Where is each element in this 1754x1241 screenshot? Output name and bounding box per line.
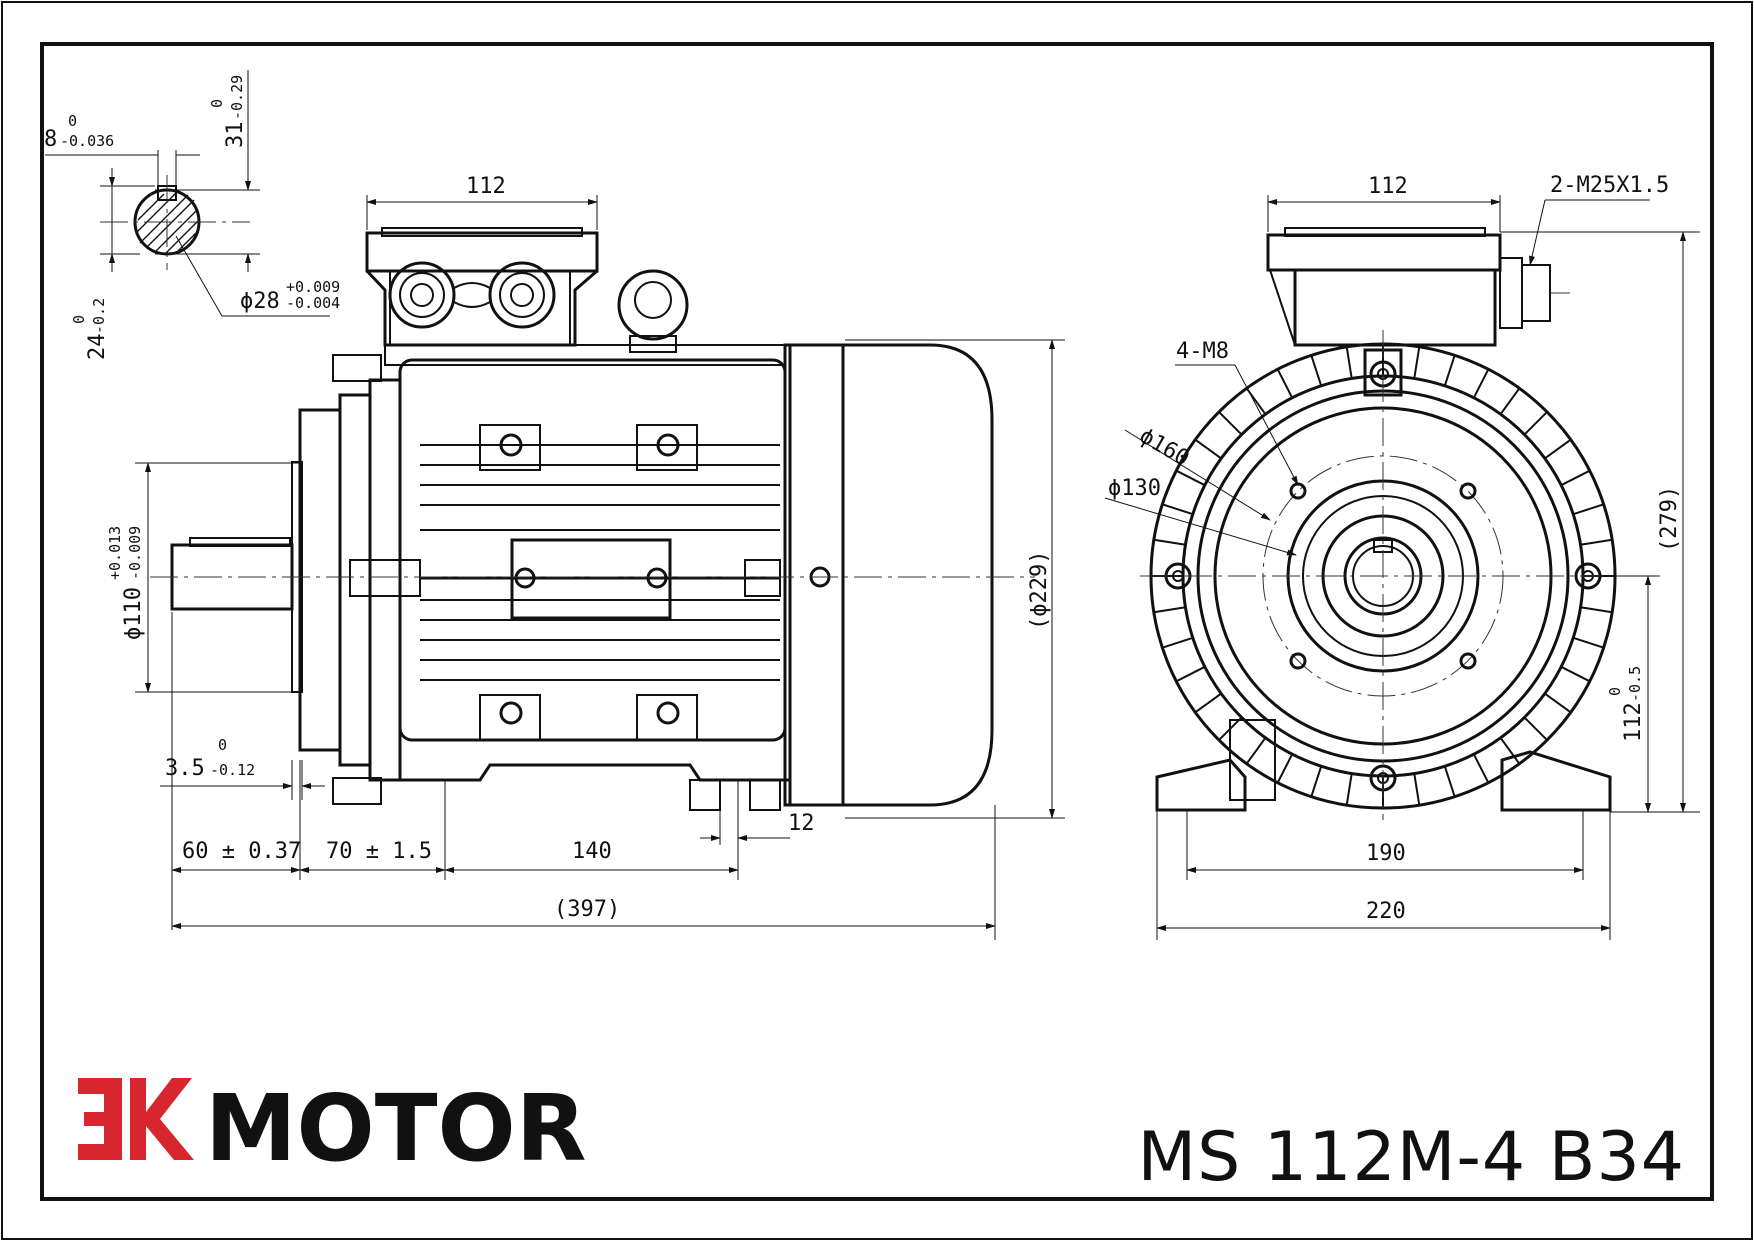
cooling-fin <box>1523 411 1548 436</box>
cooling-fin <box>1413 773 1421 806</box>
end-foot-width: 220 <box>1366 899 1406 924</box>
cooling-fin <box>1162 636 1194 649</box>
side-terminal-box-width: 112 <box>466 174 506 199</box>
brand-logo: MOTOR <box>78 1075 587 1182</box>
cooling-fin <box>1153 606 1186 614</box>
cooling-fin <box>1560 665 1591 683</box>
spigot-label: ϕ130 <box>1108 476 1161 501</box>
end-foot-hole-spacing: 190 <box>1366 841 1406 866</box>
side-spigot-tol-upper: +0.013 <box>106 526 124 580</box>
ek-logo-mark <box>78 1078 194 1160</box>
side-flange-tol-lower: -0.12 <box>210 761 255 779</box>
cooling-fin <box>1310 355 1323 387</box>
motor-body <box>398 358 787 742</box>
side-foot-hole-spacing: 140 <box>572 839 612 864</box>
terminal-box-side <box>365 227 599 347</box>
cooling-fin <box>1245 737 1267 765</box>
cooling-fin <box>1572 636 1604 649</box>
cooling-fin <box>1276 753 1294 784</box>
cooling-fin <box>1544 692 1572 714</box>
cooling-fin <box>1472 368 1490 399</box>
cooling-fin <box>1218 411 1243 436</box>
end-overall-height: (279) <box>1657 486 1682 552</box>
shaft-diameter-tol-upper: +0.009 <box>286 278 340 296</box>
mounting-foot-right <box>1500 750 1612 812</box>
side-overall-length: (397) <box>554 897 620 922</box>
model-number: MS 112M-4 B34 <box>1137 1118 1685 1197</box>
mounting-foot-left <box>1155 758 1247 812</box>
side-spigot-value: ϕ110 <box>121 587 146 640</box>
cooling-fin <box>1544 438 1572 460</box>
key-width-value: 8 <box>44 127 57 152</box>
cooling-fin <box>1194 692 1222 714</box>
shaft-diameter-value: ϕ28 <box>240 289 280 314</box>
depth-tol-upper: 0 <box>70 315 88 324</box>
cooling-fin <box>1472 753 1490 784</box>
key-height-value: 31 <box>223 122 248 149</box>
shaft-section-detail: 8 0 -0.036 31 0 -0.29 24 0 -0.2 ϕ28 +0.0… <box>44 70 340 360</box>
cooling-fin <box>1345 773 1353 806</box>
end-view: 112 2-M25X1.5 4-M8 ϕ160 ϕ130 (279) 112 0… <box>1104 173 1700 940</box>
cooling-fin <box>1499 737 1521 765</box>
side-shaft-length: 60 ± 0.37 <box>182 839 301 864</box>
key-width-tol-lower: -0.036 <box>60 132 114 150</box>
cooling-fin <box>1175 469 1206 487</box>
side-shaft-to-foot: 70 ± 1.5 <box>326 839 432 864</box>
brand-name: MOTOR <box>205 1075 587 1182</box>
drawing-border <box>40 42 1714 1201</box>
cooling-fin <box>1572 503 1604 516</box>
flange-bolts-label: 4-M8 <box>1176 339 1229 364</box>
fan-cover <box>788 343 994 807</box>
shaft-diameter-tol-lower: -0.004 <box>286 294 340 312</box>
cooling-fins <box>420 444 780 681</box>
cooling-fin <box>1162 503 1194 516</box>
side-foot-hole: 12 <box>788 811 815 836</box>
cooling-fin <box>1580 538 1613 546</box>
side-spigot-tol-lower: -0.009 <box>126 526 144 580</box>
cooling-fin <box>1175 665 1206 683</box>
depth-tol-lower: -0.2 <box>90 298 108 334</box>
side-flange-thickness: 3.5 <box>165 756 205 781</box>
key-width-tol-upper: 0 <box>68 112 77 130</box>
cooling-fin <box>1153 538 1186 546</box>
pcd-label: ϕ160 <box>1135 424 1193 472</box>
end-shaft-height-tol-upper: 0 <box>1606 687 1624 696</box>
flange-side <box>368 378 402 782</box>
cooling-fin <box>1523 716 1548 741</box>
side-view: 112 ϕ110 +0.013 -0.009 3.5 0 -0.12 60 ± … <box>106 174 1065 940</box>
depth-value: 24 <box>85 334 110 361</box>
lifting-eye <box>617 269 689 353</box>
cooling-fin <box>1276 368 1294 399</box>
cooling-fin <box>1194 438 1222 460</box>
end-shaft-height: 112 <box>1621 702 1646 742</box>
cooling-fin <box>1443 765 1456 797</box>
cooling-fin <box>1310 765 1323 797</box>
cooling-fin <box>1499 387 1521 415</box>
end-terminal-box-width: 112 <box>1368 174 1408 199</box>
key-height-tol-lower: -0.29 <box>228 75 246 120</box>
cooling-fin <box>1443 355 1456 387</box>
key-height-tol-upper: 0 <box>208 99 226 108</box>
cable-gland <box>1499 257 1570 329</box>
end-shaft-height-tol-lower: -0.5 <box>1626 666 1644 702</box>
cooling-fin <box>1413 346 1421 379</box>
cooling-fin <box>1560 469 1591 487</box>
cooling-fin <box>1580 606 1613 614</box>
cooling-fin <box>1345 346 1353 379</box>
cable-gland-label: 2-M25X1.5 <box>1550 173 1669 198</box>
side-flange-tol-upper: 0 <box>218 736 227 754</box>
side-frame-diameter: (ϕ229) <box>1027 551 1052 630</box>
mounting-foot-side <box>398 740 792 782</box>
